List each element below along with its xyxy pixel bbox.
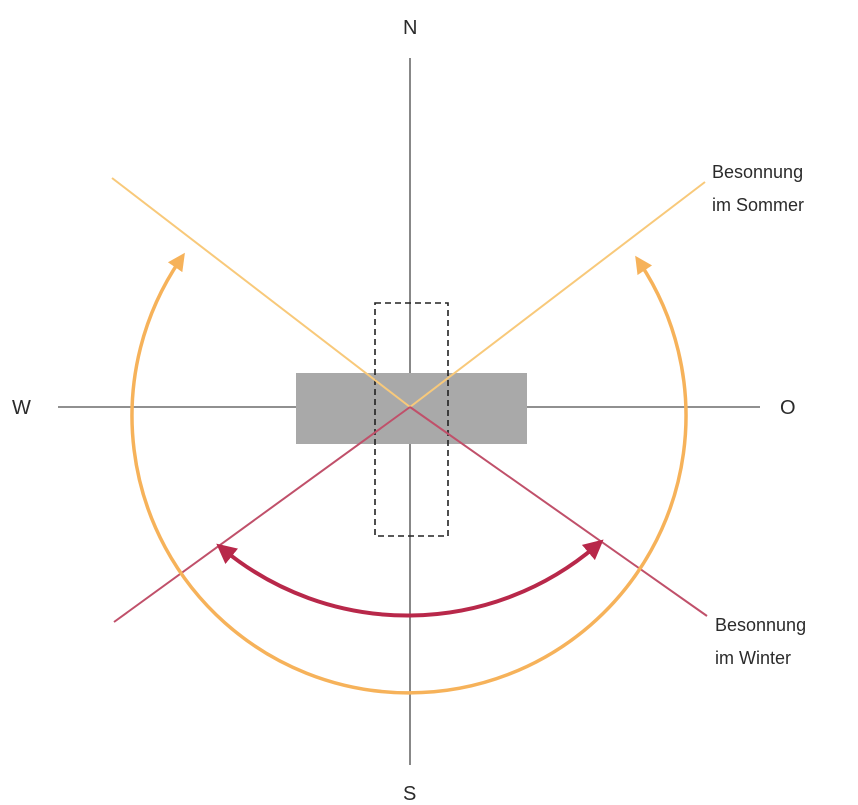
compass-north-label: N bbox=[403, 17, 417, 39]
summer-ray-east bbox=[409, 181, 706, 408]
summer-arc bbox=[130, 252, 688, 695]
winter-label-line2: im Winter bbox=[715, 648, 791, 668]
compass-west-label: W bbox=[12, 397, 31, 419]
winter-ray-east bbox=[409, 406, 708, 617]
summer-ray-west bbox=[111, 177, 411, 408]
summer-label-line1: Besonnung bbox=[712, 162, 803, 182]
winter-label-line1: Besonnung bbox=[715, 615, 806, 635]
compass-south-label: S bbox=[403, 783, 416, 805]
winter-arc bbox=[216, 539, 604, 618]
summer-label-line2: im Sommer bbox=[712, 195, 804, 215]
winter-ray-west bbox=[113, 406, 411, 623]
compass-east-label: O bbox=[780, 397, 796, 419]
building-outline-dashed bbox=[374, 302, 449, 537]
